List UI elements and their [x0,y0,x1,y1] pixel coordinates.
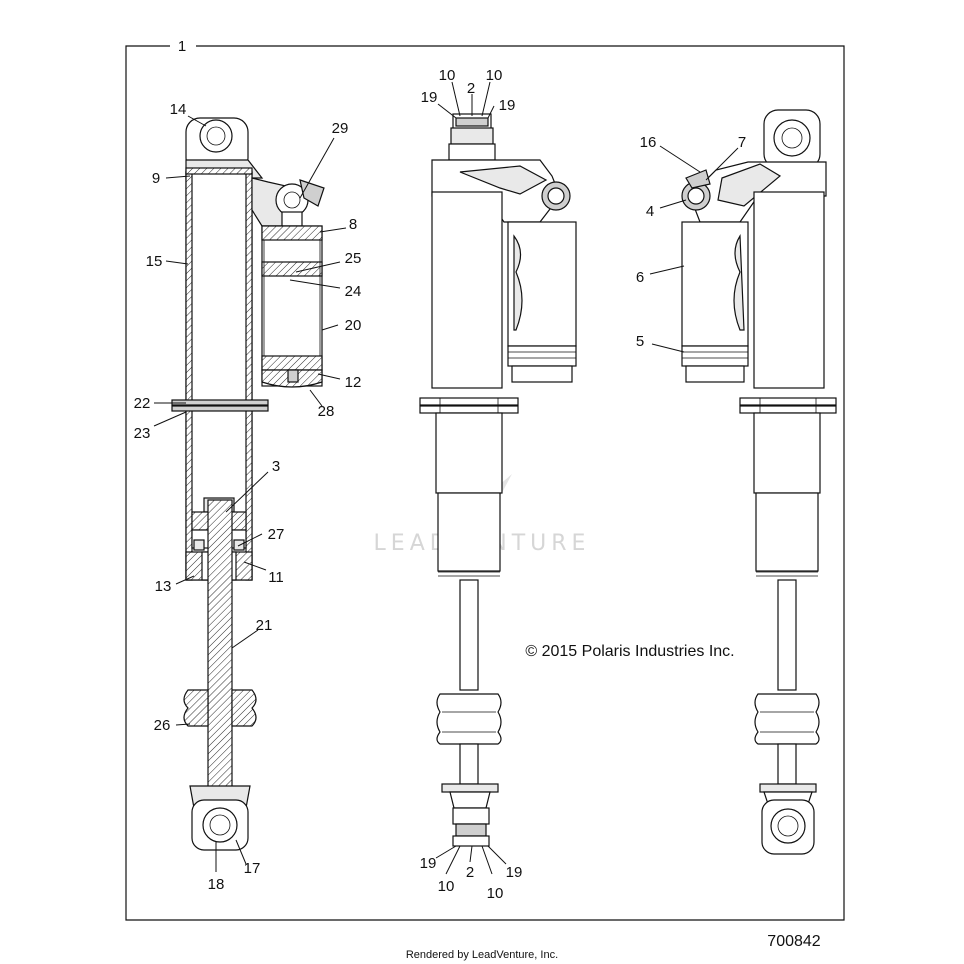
callout-2-bottom: 2 [466,864,474,881]
right-shock-back [681,109,837,855]
callout-5: 5 [636,333,644,350]
callout-7: 7 [738,134,746,151]
frame-label: 1 [178,38,186,55]
callout-6: 6 [636,269,644,286]
callout-28: 28 [318,403,335,420]
callout-4: 4 [646,203,654,220]
callout-12: 12 [345,374,362,391]
callout-24: 24 [345,283,362,300]
left-shock-section [171,117,325,851]
callout-19-bottom-left: 19 [420,855,437,872]
callout-10-bottom-right: 10 [487,885,504,902]
callout-27: 27 [268,526,285,543]
callout-15: 15 [146,253,163,270]
callout-23: 23 [134,425,151,442]
callout-13: 13 [155,578,172,595]
callout-17: 17 [244,860,261,877]
callout-29: 29 [332,120,349,137]
callout-11: 11 [268,569,284,586]
render-credit: Rendered by LeadVenture, Inc. [406,949,558,961]
leader-lines [153,81,739,875]
callout-3: 3 [272,458,280,475]
callout-19-bottom-right: 19 [506,864,523,881]
callout-25: 25 [345,250,362,267]
callout-19-top-left: 19 [421,89,438,106]
callout-10-bottom-left: 10 [438,878,455,895]
copyright-text: © 2015 Polaris Industries Inc. [525,643,734,660]
callout-9: 9 [152,170,160,187]
callout-10-top-left: 10 [439,67,456,84]
callout-16: 16 [640,134,657,151]
callout-21: 21 [256,617,273,634]
callout-14: 14 [170,101,187,118]
callout-20: 20 [345,317,362,334]
callout-10-top-right: 10 [486,67,503,84]
callout-8: 8 [349,216,357,233]
callout-labels: 14 9 29 8 15 25 24 20 12 28 22 23 3 27 1… [134,67,747,902]
callout-19-top-right: 19 [499,97,516,114]
callout-18: 18 [208,876,225,893]
middle-shock-front [419,113,577,847]
callout-26: 26 [154,717,171,734]
diagram-frame: 1 [125,38,845,921]
callout-22: 22 [134,395,151,412]
callout-2-top: 2 [467,80,475,97]
diagram-number: 700842 [767,933,820,950]
